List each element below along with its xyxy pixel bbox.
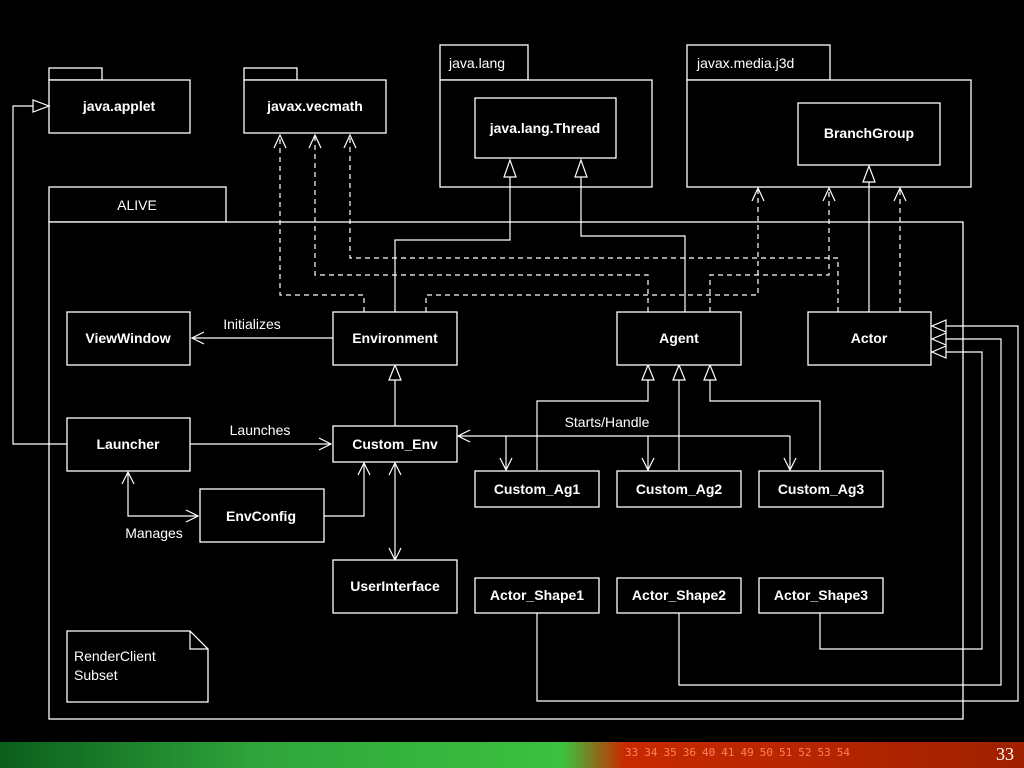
- package-java-applet-label: java.applet: [82, 98, 156, 114]
- svg-text:Actor_Shape1: Actor_Shape1: [490, 587, 584, 603]
- class-viewwindow: ViewWindow: [66, 311, 191, 366]
- svg-text:Agent: Agent: [659, 330, 699, 346]
- svg-text:EnvConfig: EnvConfig: [226, 508, 296, 524]
- note-line-1: RenderClient: [74, 648, 156, 664]
- page-link[interactable]: 41: [721, 746, 735, 759]
- class-custom-ag3: Custom_Ag3: [758, 470, 884, 508]
- class-envconfig: EnvConfig: [199, 488, 325, 543]
- class-actor-shape1: Actor_Shape1: [474, 577, 600, 614]
- page-link[interactable]: 50: [759, 746, 773, 759]
- svg-text:java.lang.Thread: java.lang.Thread: [489, 120, 600, 136]
- svg-text:Actor: Actor: [851, 330, 888, 346]
- page-link[interactable]: 54: [836, 746, 850, 759]
- svg-text:Custom_Ag1: Custom_Ag1: [494, 481, 581, 497]
- page-link[interactable]: 51: [779, 746, 793, 759]
- class-branchgroup: BranchGroup: [797, 102, 941, 166]
- launcher-extends-applet: [12, 105, 67, 445]
- actorshape2-extends-actor: [678, 338, 1002, 686]
- svg-text:Actor_Shape3: Actor_Shape3: [774, 587, 868, 603]
- page-links: 33 34 35 36 40 41 49 50 51 52 53 54: [625, 746, 850, 759]
- page-link[interactable]: 53: [817, 746, 831, 759]
- note-line-2: Subset: [74, 667, 118, 683]
- class-custom-env: Custom_Env: [332, 425, 458, 463]
- launcher-manages-envconfig: [127, 472, 198, 517]
- package-java-applet: java.applet: [48, 67, 191, 134]
- class-custom-ag1: Custom_Ag1: [474, 470, 600, 508]
- label-manages: Manages: [125, 525, 183, 541]
- environment-extends-thread: [394, 177, 511, 312]
- envconfig-to-customenv: [324, 463, 365, 517]
- svg-text:ViewWindow: ViewWindow: [85, 330, 170, 346]
- package-javax-vecmath-label: javax.vecmath: [266, 98, 363, 114]
- svg-text:Actor_Shape2: Actor_Shape2: [632, 587, 726, 603]
- class-thread: java.lang.Thread: [474, 97, 617, 159]
- slide-footer-bar: [0, 742, 1024, 768]
- environment-uses-vecmath: [279, 136, 365, 312]
- actor-uses-vecmath: [349, 136, 839, 312]
- svg-text:UserInterface: UserInterface: [350, 578, 440, 594]
- uml-class-diagram: java.applet javax.vecmath java.lang java…: [12, 44, 1019, 720]
- label-initializes: Initializes: [223, 316, 281, 332]
- package-java-lang-label: java.lang: [448, 55, 505, 71]
- environment-uses-j3d: [425, 190, 759, 312]
- page-link[interactable]: 33: [625, 746, 639, 759]
- page-link[interactable]: 34: [644, 746, 658, 759]
- class-userinterface: UserInterface: [332, 559, 458, 614]
- customag3-extends-agent: [709, 380, 821, 470]
- package-javax-vecmath: javax.vecmath: [243, 67, 387, 134]
- class-actor-shape2: Actor_Shape2: [616, 577, 742, 614]
- svg-text:Launcher: Launcher: [96, 436, 160, 452]
- agent-extends-thread: [580, 177, 686, 312]
- page-link[interactable]: 36: [682, 746, 696, 759]
- class-actor-shape3: Actor_Shape3: [758, 577, 884, 614]
- agent-uses-j3d: [709, 190, 830, 312]
- svg-text:Environment: Environment: [352, 330, 438, 346]
- page-link[interactable]: 49: [740, 746, 754, 759]
- package-javax-media-j3d-label: javax.media.j3d: [696, 55, 794, 71]
- page-link[interactable]: 35: [663, 746, 677, 759]
- svg-text:Custom_Env: Custom_Env: [352, 436, 438, 452]
- current-page-number: 33: [996, 744, 1014, 764]
- class-environment: Environment: [332, 311, 458, 366]
- actorshape1-extends-actor: [536, 325, 1019, 702]
- package-alive-label: ALIVE: [117, 197, 157, 213]
- class-launcher: Launcher: [66, 417, 191, 472]
- label-launches: Launches: [230, 422, 291, 438]
- page-link[interactable]: 40: [702, 746, 716, 759]
- class-agent: Agent: [616, 311, 742, 366]
- svg-text:Custom_Ag2: Custom_Ag2: [636, 481, 723, 497]
- svg-text:Custom_Ag3: Custom_Ag3: [778, 481, 865, 497]
- page-link[interactable]: 52: [798, 746, 812, 759]
- agent-uses-vecmath: [314, 136, 649, 312]
- class-custom-ag2: Custom_Ag2: [616, 470, 742, 508]
- svg-text:BranchGroup: BranchGroup: [824, 125, 914, 141]
- customag1-extends-agent: [536, 380, 649, 470]
- class-actor: Actor: [807, 311, 932, 366]
- note-renderclient-subset: RenderClient Subset: [66, 630, 209, 703]
- label-starts-handle: Starts/Handle: [565, 414, 650, 430]
- actorshape3-extends-actor: [819, 351, 983, 650]
